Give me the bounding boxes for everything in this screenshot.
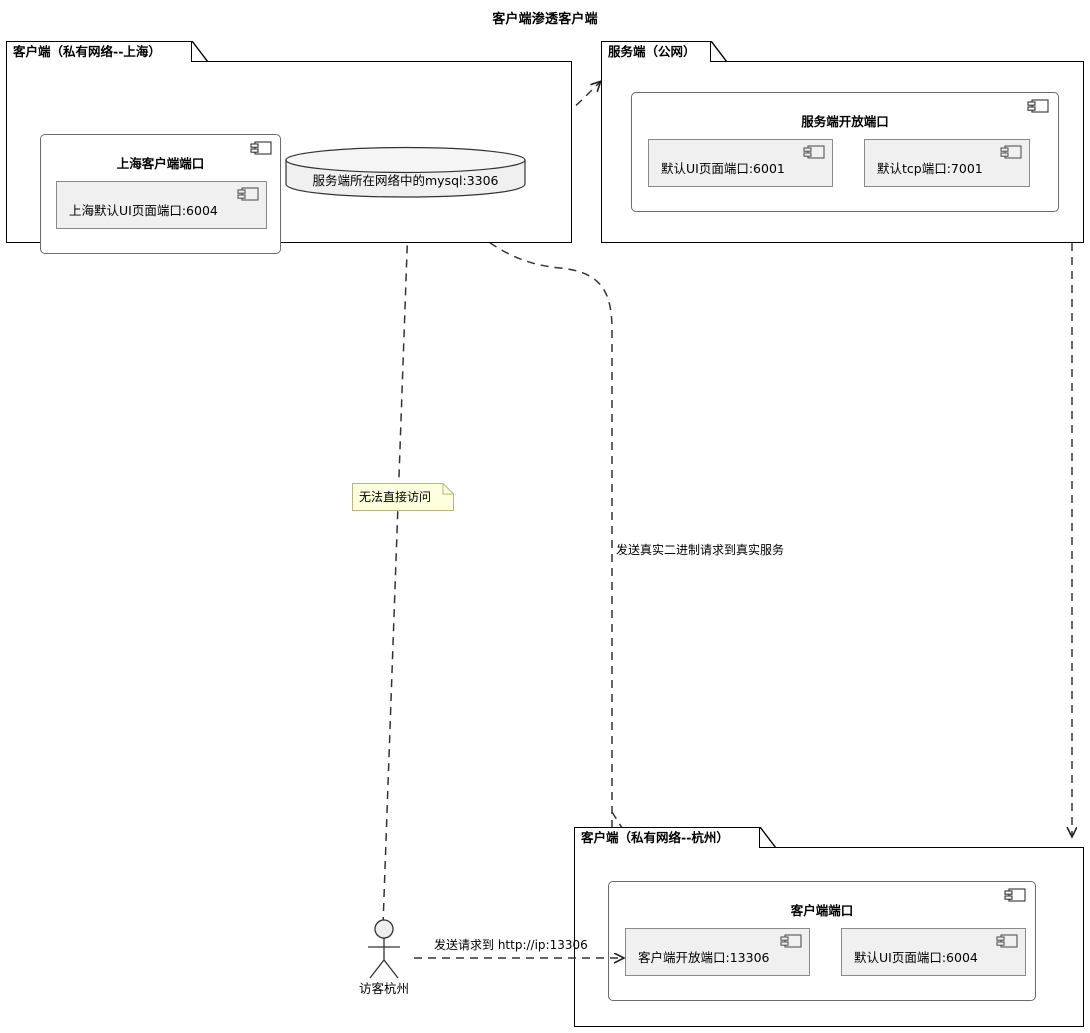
edge-label-send-request: 发送请求到 http://ip:13306 — [434, 938, 588, 952]
component-shanghai-client-port-title: 上海客户端端口 — [116, 156, 205, 171]
component-server-tcp-port[interactable]: 默认tcp端口:7001 — [864, 139, 1030, 187]
edge-hangzhou-to-mysql-path — [440, 200, 613, 870]
package-server-public-tab-slant — [711, 41, 727, 62]
uml-component-icon — [250, 141, 272, 155]
diagram-title: 客户端渗透客户端 — [492, 12, 598, 27]
package-hangzhou-client[interactable]: 客户端（私有网络--杭州） 客户端端口 客户端开放端口:13306 — [574, 827, 1084, 1027]
edge-actor-to-mysql-path — [382, 195, 410, 926]
uml-component-icon — [996, 934, 1018, 948]
package-hangzhou-client-tab-slant — [760, 827, 776, 848]
uml-actor-icon — [368, 919, 400, 979]
actor-visitor-hangzhou-label: 访客杭州 — [358, 981, 409, 996]
component-server-open-port-title: 服务端开放端口 — [801, 114, 889, 129]
package-server-public-tab: 服务端（公网） — [601, 41, 711, 62]
uml-component-icon — [237, 187, 259, 201]
component-hangzhou-open-port[interactable]: 客户端开放端口:13306 — [625, 928, 810, 976]
uml-component-icon — [803, 145, 825, 159]
package-hangzhou-client-tab: 客户端（私有网络--杭州） — [574, 827, 760, 848]
package-server-public-label: 服务端（公网） — [608, 44, 696, 59]
component-hangzhou-client-port-title: 客户端端口 — [790, 903, 854, 918]
component-shanghai-ui-port[interactable]: 上海默认UI页面端口:6004 — [56, 181, 267, 229]
edge-label-binary-request: 发送真实二进制请求到真实服务 — [616, 543, 785, 557]
actor-visitor-hangzhou[interactable] — [362, 918, 406, 980]
uml-component-icon — [1027, 99, 1049, 113]
package-shanghai-client-tab: 客户端（私有网络--上海） — [6, 41, 192, 62]
component-hangzhou-ui-port-label: 默认UI页面端口:6004 — [854, 950, 978, 965]
database-label: 服务端所在网络中的mysql:3306 — [312, 173, 499, 188]
component-hangzhou-client-port[interactable]: 客户端端口 客户端开放端口:13306 — [608, 881, 1036, 1001]
component-hangzhou-open-port-label: 客户端开放端口:13306 — [638, 950, 770, 965]
package-shanghai-client[interactable]: 客户端（私有网络--上海） 上海客户端端口 上海默认UI页面端口:6004 — [6, 41, 572, 254]
component-server-tcp-port-label: 默认tcp端口:7001 — [877, 161, 983, 176]
package-shanghai-client-tab-slant — [192, 41, 208, 62]
component-server-open-port[interactable]: 服务端开放端口 默认UI页面端口:6001 — [631, 92, 1059, 212]
component-shanghai-client-port[interactable]: 上海客户端端口 上海默认UI页面端口:6004 — [40, 134, 281, 254]
database-server-network-mysql[interactable]: 服务端所在网络中的mysql:3306 — [285, 146, 526, 198]
component-server-ui-port-label: 默认UI页面端口:6001 — [661, 161, 785, 176]
uml-component-icon — [780, 934, 802, 948]
package-shanghai-client-label: 客户端（私有网络--上海） — [13, 44, 161, 59]
component-server-ui-port[interactable]: 默认UI页面端口:6001 — [648, 139, 833, 187]
package-server-public[interactable]: 服务端（公网） 服务端开放端口 默认UI页面端口:6001 — [601, 41, 1084, 243]
component-shanghai-ui-port-label: 上海默认UI页面端口:6004 — [69, 203, 218, 218]
note-cannot-access[interactable]: 无法直接访问 — [352, 483, 454, 511]
uml-component-icon — [1004, 888, 1026, 902]
uml-component-icon — [1000, 145, 1022, 159]
component-hangzhou-ui-port[interactable]: 默认UI页面端口:6004 — [841, 928, 1026, 976]
package-hangzhou-client-label: 客户端（私有网络--杭州） — [581, 830, 729, 845]
note-text: 无法直接访问 — [359, 490, 432, 504]
database-cylinder-shape — [285, 146, 526, 198]
